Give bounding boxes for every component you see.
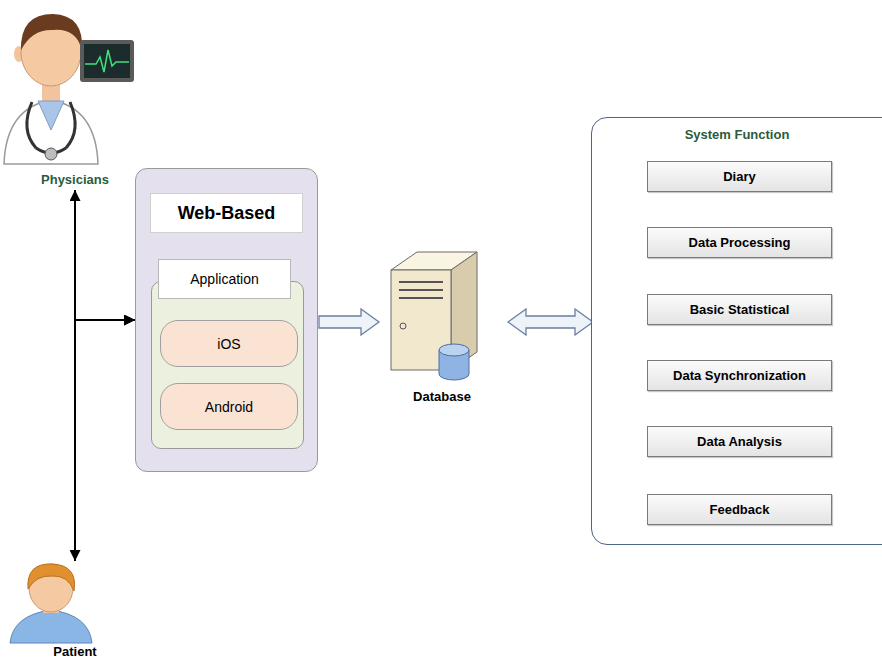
database-server: Database	[377, 246, 507, 406]
server-icon	[377, 246, 489, 406]
physician-figure: Physicians	[0, 2, 154, 188]
node-label: Web-Based	[150, 193, 303, 233]
node-label: Database	[377, 389, 507, 404]
patient-figure: Patient	[0, 563, 154, 660]
doctor-icon	[0, 2, 136, 188]
node-label: Feedback	[710, 502, 770, 517]
node-label: Basic Statistical	[690, 302, 790, 317]
node-label: Application	[158, 259, 291, 299]
platform-panel: Web-BasedApplication iOS Android	[135, 168, 318, 472]
node-label: Data Analysis	[697, 434, 782, 449]
platform-pill: iOS	[160, 320, 298, 367]
function-panel: System FunctionDiaryData ProcessingBasic…	[591, 117, 882, 545]
node-label: Diary	[723, 169, 756, 184]
platform-pill: Android	[160, 383, 298, 430]
node-label: Physicians	[0, 172, 154, 188]
node-label: Patient	[0, 644, 154, 660]
function-box: Feedback	[647, 494, 832, 525]
function-box: Diary	[647, 161, 832, 192]
function-box: Data Analysis	[647, 426, 832, 457]
node-label: Android	[205, 399, 253, 415]
block-arrow	[319, 309, 379, 335]
node-label: System Function	[592, 127, 882, 142]
block-arrow	[508, 309, 593, 335]
node-label: Data Synchronization	[673, 368, 806, 383]
function-box: Data Processing	[647, 227, 832, 258]
node-label: Data Processing	[689, 235, 791, 250]
application-box: ApplicationiOSAndroid	[151, 281, 304, 449]
function-box: Basic Statistical	[647, 294, 832, 325]
connector-line	[75, 320, 135, 561]
function-box: Data Synchronization	[647, 360, 832, 391]
connector-line	[75, 190, 135, 320]
node-label: iOS	[217, 336, 240, 352]
